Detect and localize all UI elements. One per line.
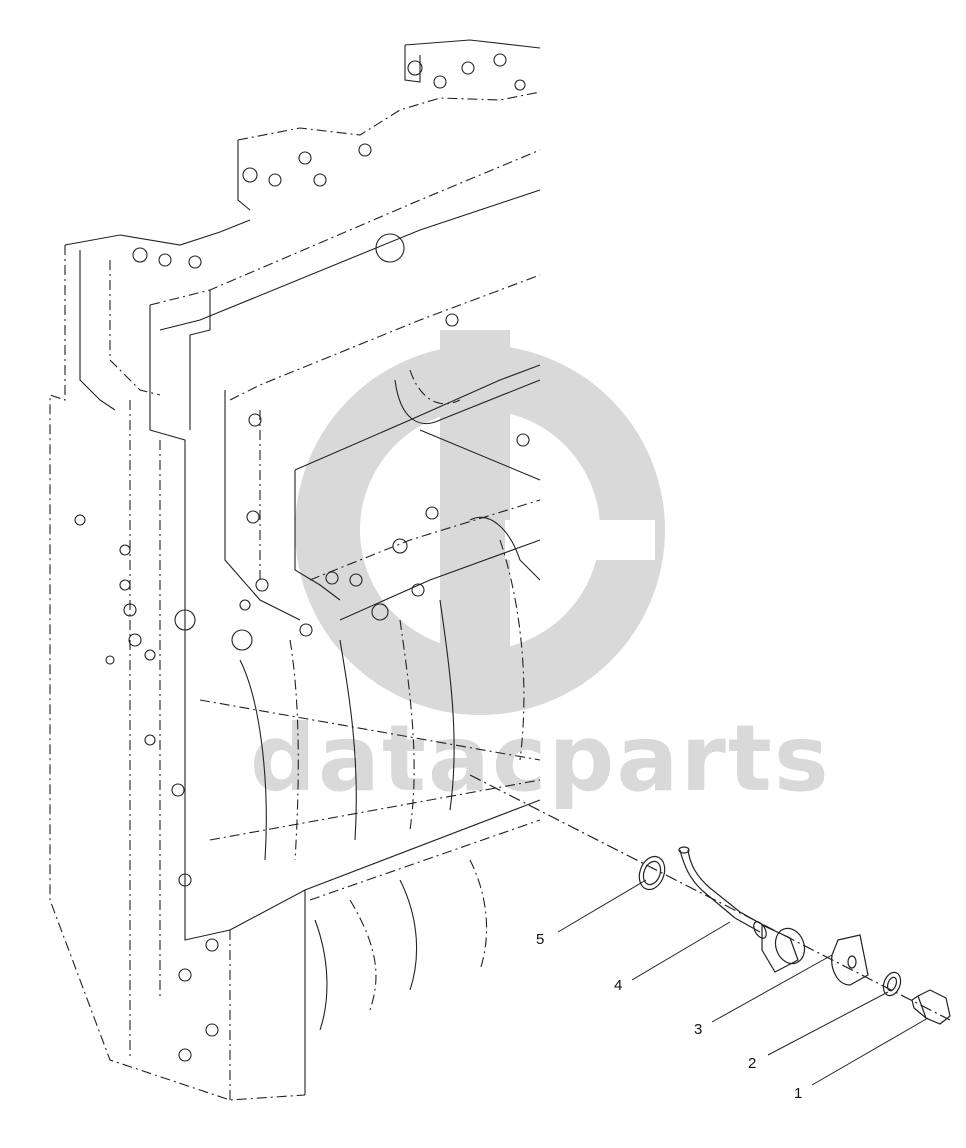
watermark-logo: datacparts [250, 330, 831, 812]
leader-line-3 [711, 954, 833, 1023]
callout-5: 5 [536, 931, 544, 948]
engine-block-drawing [49, 39, 541, 1101]
oil-drain-tube-part [678, 846, 806, 973]
callout-labels: 5 4 3 2 1 [536, 931, 802, 1102]
leader-line-1 [811, 1017, 929, 1086]
gasket-part [831, 934, 869, 986]
leader-lines [557, 879, 929, 1086]
bolt-part [911, 989, 951, 1025]
washer-part [882, 971, 902, 997]
watermark-brand-text: datacparts [250, 705, 831, 812]
exploded-parts [469, 774, 951, 1025]
callout-1: 1 [794, 1085, 802, 1102]
callout-2: 2 [748, 1055, 756, 1072]
leader-line-2 [767, 991, 889, 1056]
leader-line-4 [631, 921, 731, 981]
leader-line-5 [557, 879, 647, 933]
o-ring-part [638, 855, 666, 891]
callout-3: 3 [694, 1021, 702, 1038]
callout-4: 4 [614, 977, 622, 994]
block-holes [74, 53, 530, 1062]
